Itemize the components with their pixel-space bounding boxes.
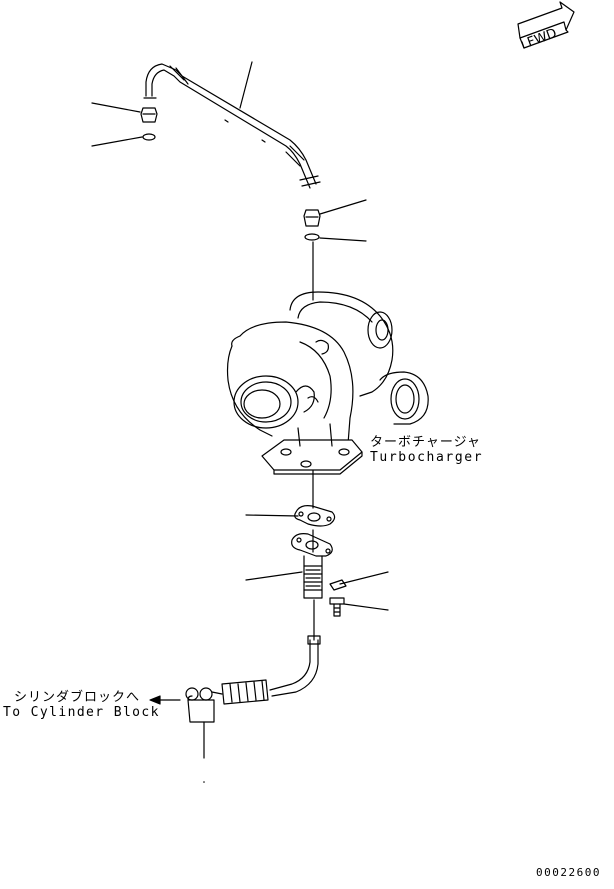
- leader-lines: [91, 61, 389, 759]
- turbocharger-label-jp: ターボチャージャ: [370, 435, 481, 450]
- drain-connector: [185, 687, 223, 723]
- gasket-upper-left: [142, 133, 156, 141]
- drawing-code: 00022600: [536, 866, 601, 879]
- to-cylinder-block-arrow: [149, 695, 181, 705]
- stray-mark: [203, 781, 205, 783]
- nut-upper-left: [140, 107, 158, 123]
- drain-flange: [291, 533, 333, 557]
- turbocharger-label-en: Turbocharger: [370, 450, 484, 465]
- drain-hose-lower: [221, 679, 269, 705]
- drain-gasket: [294, 505, 336, 527]
- fwd-direction-arrow: FWD: [517, 1, 575, 51]
- nut-upper-right: [303, 209, 321, 227]
- oil-inlet-tube: [143, 63, 321, 189]
- flange-bolt: [329, 597, 345, 617]
- drain-hose-upper: [303, 555, 323, 599]
- gasket-upper-right: [304, 233, 320, 241]
- cylinder-block-label-en: To Cylinder Block: [3, 705, 160, 720]
- oil-drain-tube: [269, 635, 321, 697]
- cylinder-block-label-jp: シリンダブロックへ: [14, 690, 141, 705]
- washer: [329, 579, 347, 591]
- turbocharger: [226, 291, 429, 475]
